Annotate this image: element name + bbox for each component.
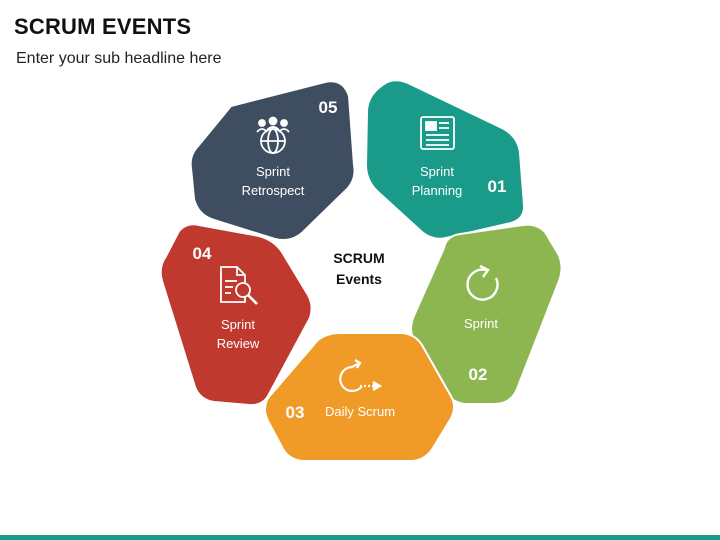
footer-accent-bar bbox=[0, 535, 720, 540]
newspaper-icon bbox=[420, 116, 455, 150]
event-sprint-planning[interactable]: 01 Sprint Planning bbox=[364, 79, 526, 240]
event-number: 05 bbox=[319, 98, 338, 117]
event-number: 02 bbox=[469, 365, 488, 384]
page-title: SCRUM EVENTS bbox=[14, 14, 192, 39]
center-label-line1: SCRUM bbox=[333, 250, 384, 266]
document-search-icon bbox=[220, 266, 258, 305]
event-shape bbox=[189, 80, 356, 242]
event-label-line2: Planning bbox=[412, 183, 463, 198]
page-subtitle: Enter your sub headline here bbox=[16, 50, 222, 67]
event-label-line2: Retrospect bbox=[242, 183, 305, 198]
event-label-line1: Daily Scrum bbox=[325, 404, 395, 419]
event-shape bbox=[364, 79, 526, 240]
event-label-line1: Sprint bbox=[464, 316, 498, 331]
event-sprint-retrospect[interactable]: 05 Sprint Retrospect bbox=[189, 80, 356, 242]
event-label-line2: Review bbox=[217, 336, 260, 351]
event-shape bbox=[159, 223, 313, 407]
event-number: 03 bbox=[286, 403, 305, 422]
center-label-line2: Events bbox=[336, 271, 382, 287]
event-label-line1: Sprint bbox=[256, 164, 290, 179]
loop-arrow-icon bbox=[339, 359, 383, 393]
event-label-line1: Sprint bbox=[420, 164, 454, 179]
event-shape bbox=[264, 332, 456, 462]
event-number: 04 bbox=[193, 244, 212, 263]
refresh-icon bbox=[466, 264, 499, 301]
event-sprint-review[interactable]: 04 Sprint Review bbox=[159, 223, 313, 407]
event-daily-scrum[interactable]: 03 Daily Scrum bbox=[264, 332, 456, 462]
team-globe-icon bbox=[256, 116, 290, 154]
event-number: 01 bbox=[488, 177, 507, 196]
event-label-line1: Sprint bbox=[221, 317, 255, 332]
